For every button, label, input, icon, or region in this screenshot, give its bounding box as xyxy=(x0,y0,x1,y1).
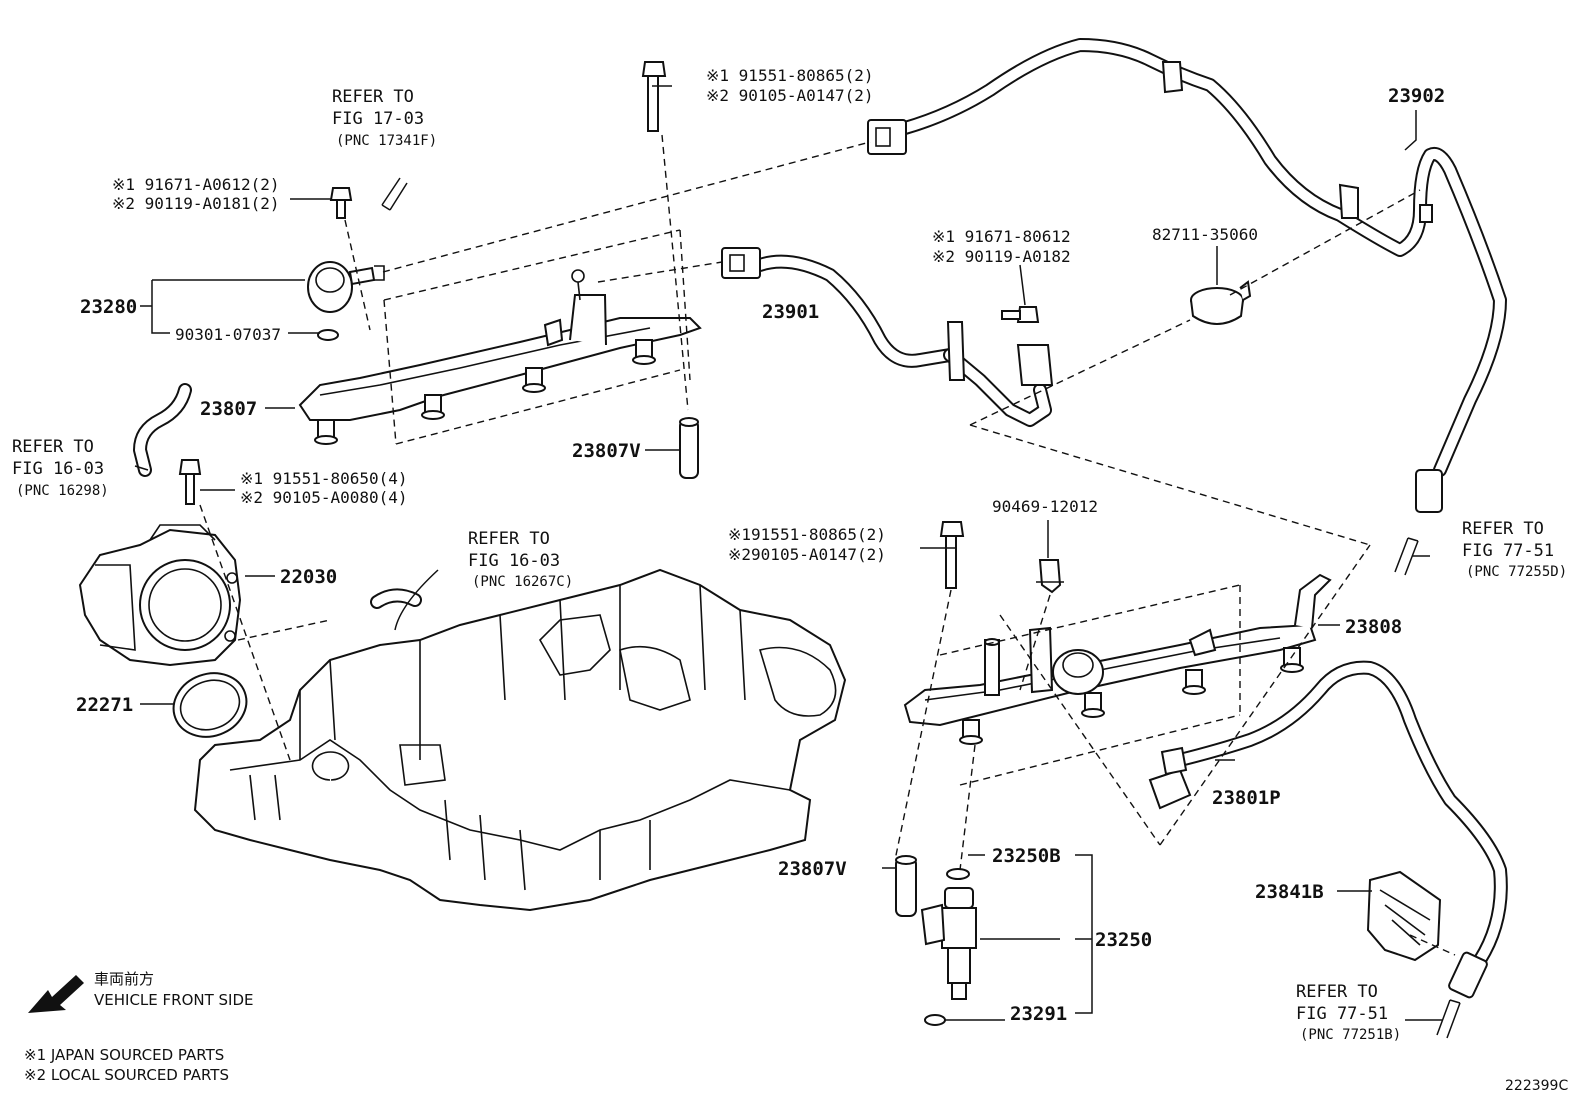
fuel-rail-left[interactable] xyxy=(298,269,702,445)
arrow-down-left-icon xyxy=(28,975,84,1013)
ref-16267c-pnc: (PNC 16267C) xyxy=(472,574,573,590)
o-ring[interactable] xyxy=(317,329,339,341)
bracket-bolt[interactable] xyxy=(1001,306,1040,323)
ref-77251b-pnc: (PNC 77251B) xyxy=(1300,1027,1401,1043)
direction-jp: 車両前方 xyxy=(94,970,154,988)
bolt-rail-top-jp: ※1 91551-80865(2) xyxy=(706,66,874,85)
part-90469-12012[interactable]: 90469-12012 xyxy=(992,497,1098,516)
ref-16298-pnc: (PNC 16298) xyxy=(16,483,109,499)
ref-16298-line1: REFER TO xyxy=(12,437,94,457)
part-23250[interactable]: 23250 xyxy=(1095,929,1152,951)
part-23808[interactable]: 23808 xyxy=(1345,616,1402,638)
bolt-damper-jp: ※1 91671-A0612(2) xyxy=(112,175,280,194)
part-23250b[interactable]: 23250B xyxy=(992,845,1061,867)
fuel-hose-23801p[interactable] xyxy=(1148,660,1508,999)
part-23841b[interactable]: 23841B xyxy=(1255,881,1324,903)
reference-lines xyxy=(199,134,1456,956)
part-23901[interactable]: 23901 xyxy=(762,301,819,323)
ref-77251b-line2: FIG 77-51 xyxy=(1296,1004,1388,1024)
hose-clamp[interactable] xyxy=(1190,280,1252,325)
part-90301-07037[interactable]: 90301-07037 xyxy=(175,325,281,344)
part-23807v-top[interactable]: 23807V xyxy=(572,440,641,462)
bolt-throttle-local: ※2 90105-A0080(4) xyxy=(240,488,408,507)
fuel-rail-right[interactable] xyxy=(903,573,1332,745)
part-23807v-bottom[interactable]: 23807V xyxy=(778,858,847,880)
bolt-rail-bottom-local: ※290105-A0147(2) xyxy=(728,545,886,564)
part-22271[interactable]: 22271 xyxy=(76,694,133,716)
fuel-hose-23901[interactable] xyxy=(721,247,1054,427)
ref-17-03-pnc: (PNC 17341F) xyxy=(336,133,437,149)
ref-pipe xyxy=(381,177,408,211)
ref-77255d-line2: FIG 77-51 xyxy=(1462,541,1554,561)
bolt-bracket-jp: ※1 91671-80612 xyxy=(932,227,1071,246)
rail-bolt-bottom[interactable] xyxy=(939,521,965,589)
ref-pipe-77251b xyxy=(1436,999,1461,1039)
part-22030[interactable]: 22030 xyxy=(280,566,337,588)
ref-77255d-pnc: (PNC 77255D) xyxy=(1466,564,1567,580)
hose-bracket-23841b[interactable] xyxy=(1366,870,1442,962)
ref-16298-line2: FIG 16-03 xyxy=(12,459,104,479)
pulsation-damper[interactable] xyxy=(307,261,385,313)
ref-77255d-line1: REFER TO xyxy=(1462,519,1544,539)
ref-17-03-line2: FIG 17-03 xyxy=(332,109,424,129)
part-82711-35060[interactable]: 82711-35060 xyxy=(1152,225,1258,244)
part-23807[interactable]: 23807 xyxy=(200,398,257,420)
direction-en: VEHICLE FRONT SIDE xyxy=(94,991,254,1009)
part-23801p[interactable]: 23801P xyxy=(1212,787,1281,809)
ref-17-03-line1: REFER TO xyxy=(332,87,414,107)
part-23280[interactable]: 23280 xyxy=(80,296,137,318)
fuel-rail-insulator-bottom[interactable] xyxy=(895,855,917,917)
rail-bolt-top[interactable] xyxy=(641,61,667,132)
coolant-hose xyxy=(133,383,192,477)
damper-bolt[interactable] xyxy=(329,187,353,219)
ref-77251b-line1: REFER TO xyxy=(1296,982,1378,1002)
diagram-code: 222399C xyxy=(1505,1078,1568,1094)
fuel-hose-23902[interactable] xyxy=(867,38,1507,513)
part-23291[interactable]: 23291 xyxy=(1010,1003,1067,1025)
fuel-injector[interactable] xyxy=(920,887,977,1000)
bolt-rail-bottom-jp: ※191551-80865(2) xyxy=(728,525,886,544)
bolt-bracket-local: ※2 90119-A0182 xyxy=(932,247,1071,266)
leader-lines xyxy=(134,85,1443,1021)
bolt-throttle-jp: ※1 91551-80650(4) xyxy=(240,469,408,488)
fuel-rail-insulator-top[interactable] xyxy=(679,417,699,479)
note-japan-sourced: ※1 JAPAN SOURCED PARTS xyxy=(24,1046,224,1064)
note-local-sourced: ※2 LOCAL SOURCED PARTS xyxy=(24,1066,229,1084)
bolt-damper-local: ※2 90119-A0181(2) xyxy=(112,194,280,213)
ref-16267c-line1: REFER TO xyxy=(468,529,550,549)
part-23902[interactable]: 23902 xyxy=(1388,85,1445,107)
bolt-rail-top-local: ※2 90105-A0147(2) xyxy=(706,86,874,105)
intake-manifold xyxy=(193,568,847,912)
gasket[interactable] xyxy=(165,663,256,747)
injector-o-ring[interactable] xyxy=(946,868,970,880)
ref-16267c-line2: FIG 16-03 xyxy=(468,551,560,571)
clip-90469[interactable] xyxy=(1036,559,1064,594)
injector-seal[interactable] xyxy=(924,1014,946,1026)
throttle-bolt[interactable] xyxy=(178,459,202,505)
ref-pipe-77255d xyxy=(1394,537,1419,576)
throttle-body[interactable] xyxy=(78,524,242,667)
